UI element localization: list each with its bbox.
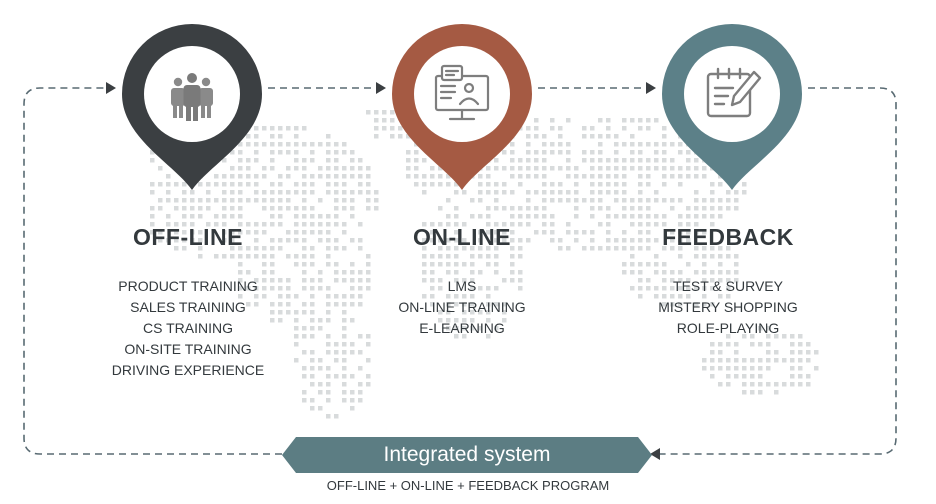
- list-item: CS TRAINING: [143, 320, 233, 336]
- feedback-title: FEEDBACK: [662, 224, 794, 250]
- integrated-system-banner: Integrated system: [282, 437, 652, 473]
- list-item: DRIVING EXPERIENCE: [111, 362, 265, 378]
- people-group-icon: [171, 73, 213, 121]
- arrow-right-icon: [106, 82, 116, 94]
- offline-item-list: PRODUCT TRAINING SALES TRAINING CS TRAIN…: [68, 276, 308, 381]
- online-pin: [388, 22, 536, 192]
- program-caption: OFF-LINE + ON-LINE + FEEDBACK PROGRAM: [326, 478, 610, 493]
- arrow-right-icon: [376, 82, 386, 94]
- survey-clipboard-icon: [706, 67, 762, 118]
- list-item: TEST & SURVEY: [673, 278, 783, 294]
- feedback-item-list: TEST & SURVEY MISTERY SHOPPING ROLE-PLAY…: [608, 276, 848, 339]
- online-training-monitor-icon: [434, 64, 490, 121]
- banner-shape: [282, 437, 652, 473]
- arrow-right-icon: [646, 82, 656, 94]
- list-item: E-LEARNING: [419, 320, 505, 336]
- list-item: LMS: [447, 278, 477, 294]
- list-item: SALES TRAINING: [130, 299, 246, 315]
- list-item: ON-SITE TRAINING: [124, 341, 252, 357]
- offline-title: OFF-LINE: [132, 224, 244, 250]
- list-item: PRODUCT TRAINING: [118, 278, 258, 294]
- arrow-left-icon: [650, 448, 660, 460]
- flow-line-right: [660, 87, 897, 455]
- banner-label: Integrated system: [383, 443, 551, 466]
- offline-pin: [118, 22, 266, 192]
- list-item: ROLE-PLAYING: [676, 320, 780, 336]
- list-item: MISTERY SHOPPING: [658, 299, 798, 315]
- flow-line-left: [23, 87, 282, 455]
- list-item: ON-LINE TRAINING: [398, 299, 526, 315]
- feedback-pin: [658, 22, 806, 192]
- online-item-list: LMS ON-LINE TRAINING E-LEARNING: [342, 276, 582, 339]
- online-title: ON-LINE: [412, 224, 512, 250]
